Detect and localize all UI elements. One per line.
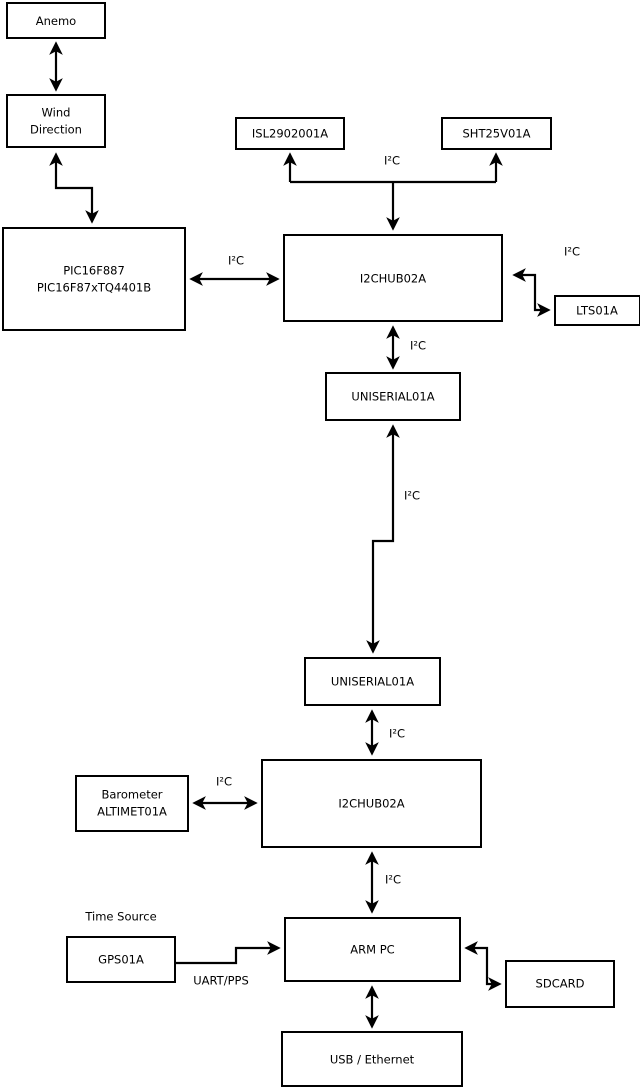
- node-gps01a-box[interactable]: [66, 936, 176, 983]
- node-pic-mcu-label-line1: PIC16F887: [63, 264, 125, 278]
- edge-label-i2c-hub-sensors: I²C: [384, 154, 400, 168]
- free-label-layer: Time Source: [84, 910, 156, 924]
- node-arm-pc-box[interactable]: [284, 917, 461, 982]
- node-lts01a-label: LTS01A: [576, 304, 618, 318]
- node-wind-direction-box[interactable]: [6, 94, 106, 148]
- node-barometer[interactable]: Barometer ALTIMET01A: [75, 775, 189, 832]
- node-sht25v01a[interactable]: SHT25V01A: [441, 117, 552, 150]
- node-isl2902001a-label: ISL2902001A: [252, 127, 328, 141]
- edge-label-uart-pps: UART/PPS: [193, 974, 249, 988]
- edge-label-i2c-uniserial-hub: I²C: [389, 727, 405, 741]
- edge-label-i2c-uniserial-link: I²C: [404, 489, 420, 503]
- node-pic-mcu[interactable]: PIC16F887 PIC16F87xTQ4401B: [2, 227, 186, 331]
- node-lts01a-box[interactable]: [554, 295, 640, 326]
- node-gps01a-label: GPS01A: [98, 953, 144, 967]
- node-i2chub02a-top[interactable]: I2CHUB02A: [283, 234, 503, 322]
- node-i2chub02a-bottom-box[interactable]: [261, 759, 482, 848]
- node-arm-pc[interactable]: ARM PC: [284, 917, 461, 982]
- node-sht25v01a-label: SHT25V01A: [463, 127, 531, 141]
- node-anemo[interactable]: Anemo: [6, 2, 106, 39]
- node-anemo-box[interactable]: [6, 2, 106, 39]
- node-usb-ethernet[interactable]: USB / Ethernet: [281, 1031, 463, 1087]
- node-uniserial01a-upper-label: UNISERIAL01A: [351, 390, 434, 404]
- node-sdcard[interactable]: SDCARD: [505, 960, 615, 1008]
- edge-label-i2c-hub-lts: I²C: [564, 245, 580, 259]
- connector-layer: [49, 41, 551, 1029]
- node-pic-mcu-box[interactable]: [2, 227, 186, 331]
- node-uniserial01a-lower-label: UNISERIAL01A: [331, 675, 414, 689]
- connector-gps-armpc: [175, 941, 281, 965]
- connector-wind-pic: [49, 152, 99, 224]
- node-sdcard-label: SDCARD: [536, 977, 585, 991]
- connector-armpc-sdcard: [464, 941, 502, 991]
- edge-label-i2c-hub-uniserial: I²C: [410, 339, 426, 353]
- node-pic-mcu-label-line2: PIC16F87xTQ4401B: [37, 281, 151, 295]
- node-barometer-label-line2: ALTIMET01A: [97, 805, 167, 819]
- node-isl2902001a-box[interactable]: [235, 117, 345, 150]
- node-usb-ethernet-box[interactable]: [281, 1031, 463, 1087]
- node-barometer-label-line1: Barometer: [101, 788, 162, 802]
- node-uniserial01a-upper-box[interactable]: [325, 372, 461, 421]
- node-wind-direction-label-line2: Direction: [30, 123, 82, 137]
- connector-hub-top-lts: [512, 268, 551, 317]
- label-time-source: Time Source: [84, 910, 156, 924]
- node-uniserial01a-lower-box[interactable]: [304, 657, 441, 706]
- edge-label-i2c-hub-armpc: I²C: [385, 873, 401, 887]
- node-i2chub02a-bottom-label: I2CHUB02A: [338, 797, 404, 811]
- node-arm-pc-label: ARM PC: [350, 943, 394, 957]
- node-wind-direction[interactable]: Wind Direction: [6, 94, 106, 148]
- edge-label-layer: I²C I²C I²C I²C I²C I²C I²C I²C UART/PPS: [193, 154, 580, 988]
- node-isl2902001a[interactable]: ISL2902001A: [235, 117, 345, 150]
- node-sht25v01a-box[interactable]: [441, 117, 552, 150]
- node-wind-direction-label-line1: Wind: [42, 106, 71, 120]
- node-barometer-box[interactable]: [75, 775, 189, 832]
- node-i2chub02a-top-box[interactable]: [283, 234, 503, 322]
- edge-label-i2c-baro-hub: I²C: [216, 775, 232, 789]
- node-uniserial01a-upper[interactable]: UNISERIAL01A: [325, 372, 461, 421]
- node-usb-ethernet-label: USB / Ethernet: [330, 1053, 415, 1067]
- node-i2chub02a-bottom[interactable]: I2CHUB02A: [261, 759, 482, 848]
- edge-label-i2c-pic-hub: I²C: [228, 254, 244, 268]
- node-i2chub02a-top-label: I2CHUB02A: [360, 272, 426, 286]
- node-sdcard-box[interactable]: [505, 960, 615, 1008]
- connector-uniserial-link: [366, 424, 400, 654]
- node-anemo-label: Anemo: [36, 14, 76, 28]
- node-lts01a[interactable]: LTS01A: [554, 295, 640, 326]
- node-gps01a[interactable]: GPS01A: [66, 936, 176, 983]
- node-uniserial01a-lower[interactable]: UNISERIAL01A: [304, 657, 441, 706]
